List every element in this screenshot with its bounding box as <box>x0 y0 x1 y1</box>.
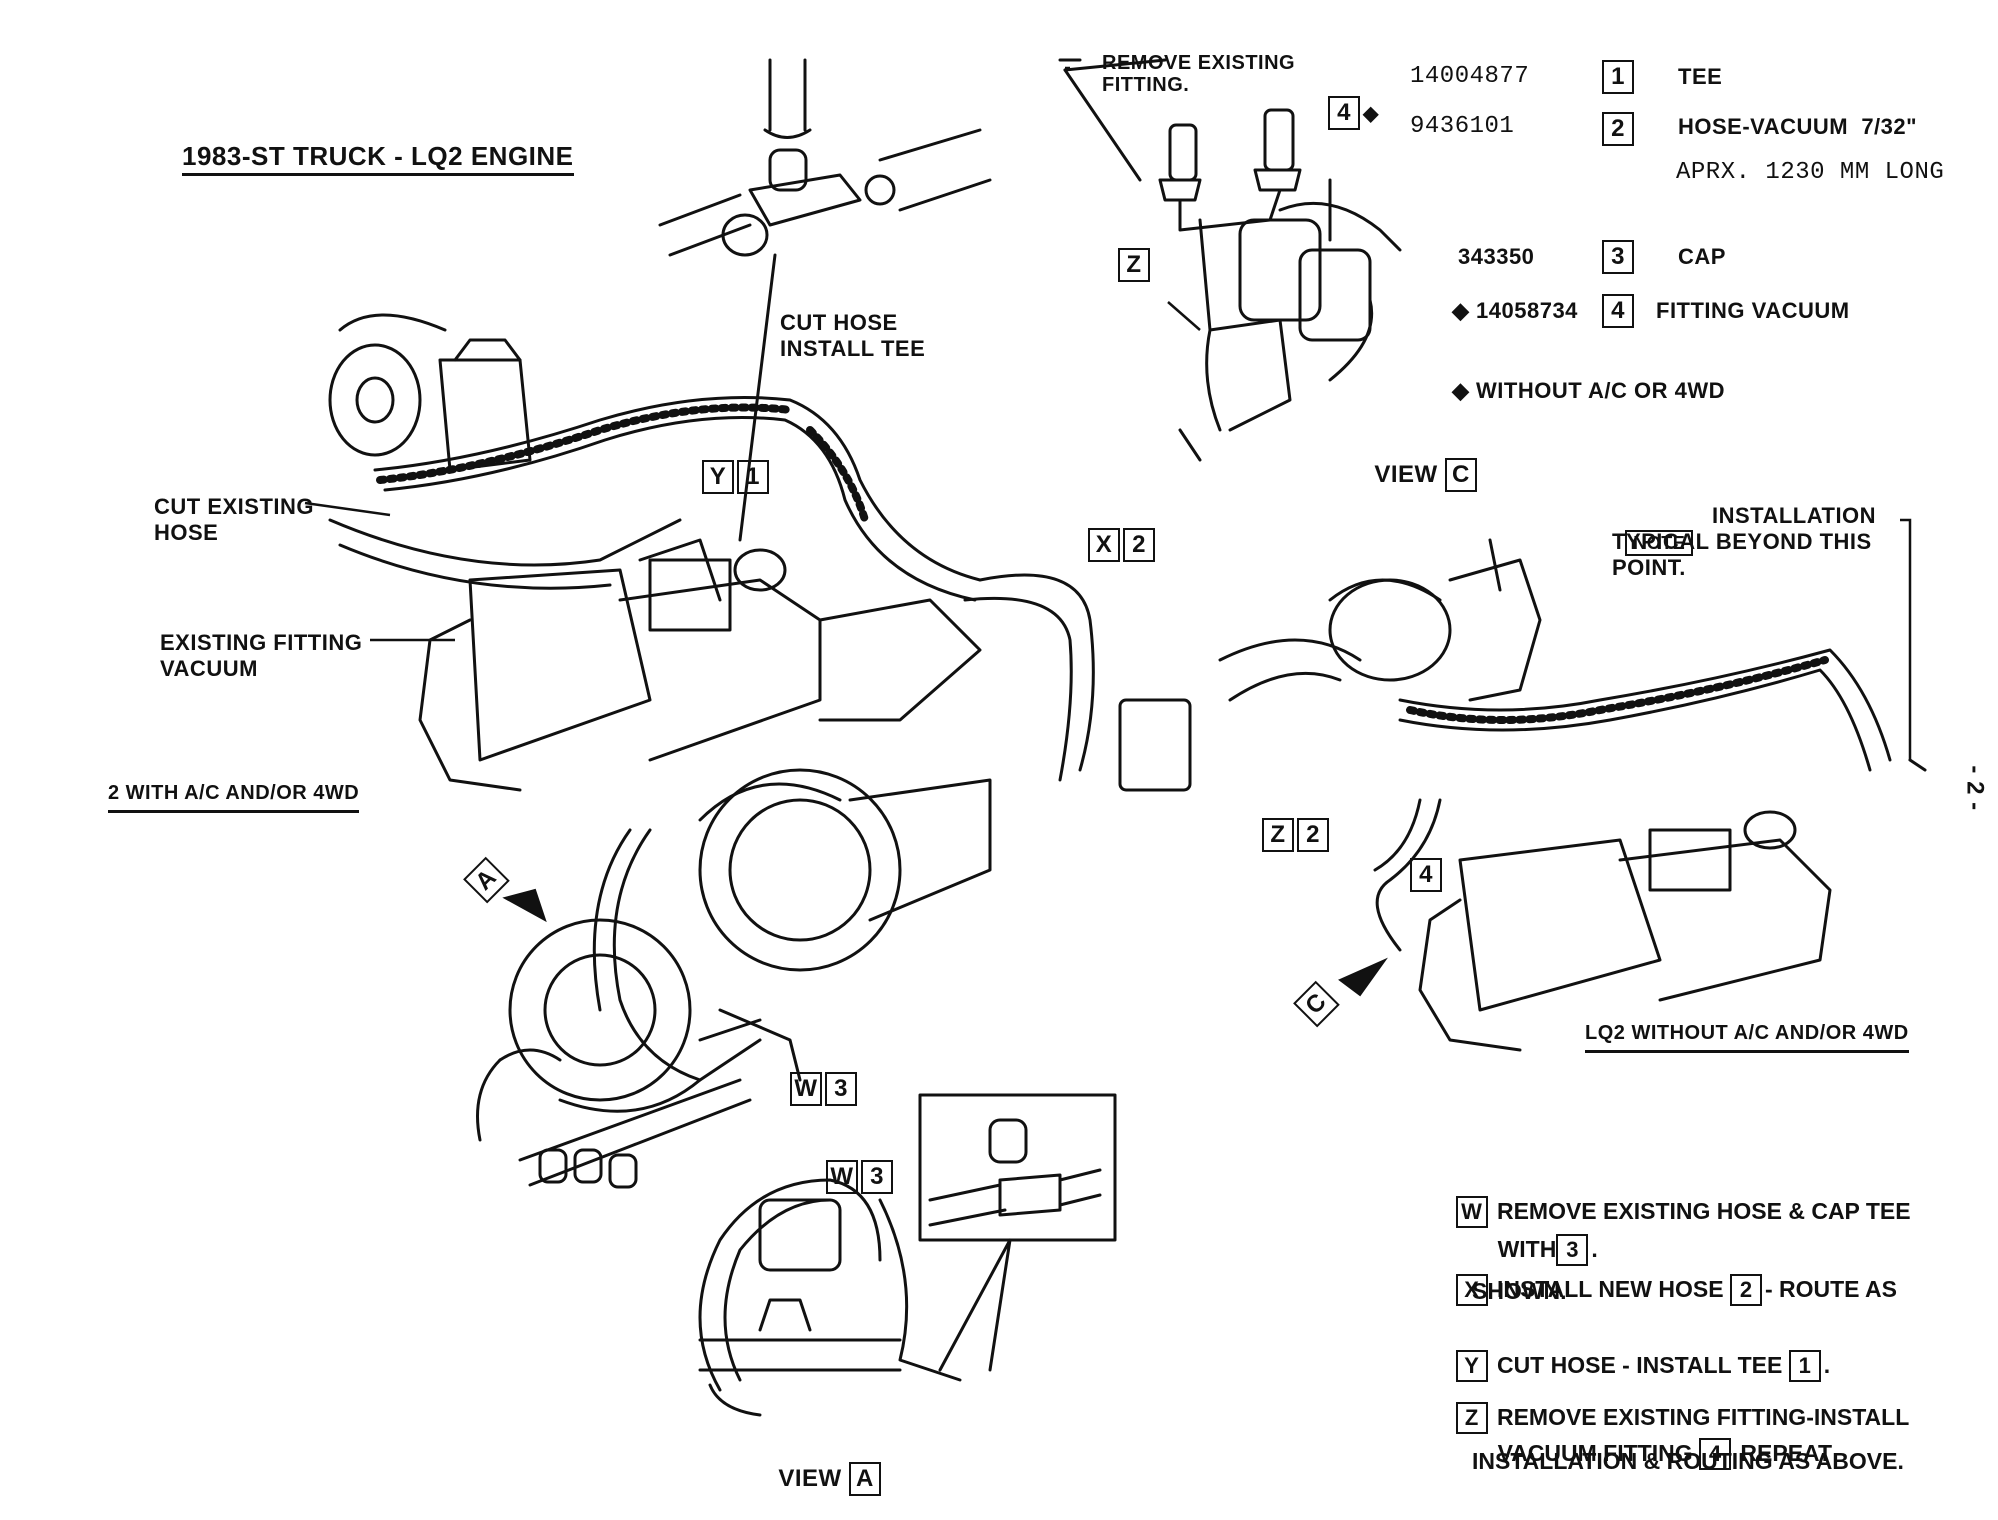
view-c-art <box>1058 58 1402 462</box>
tag-4-right: 4 <box>1410 858 1445 892</box>
view-a-art <box>698 1178 962 1417</box>
main-engine-art <box>328 313 1192 1189</box>
right-engine-art <box>1218 538 1927 1052</box>
callout-with-ac: 2 WITH A/C AND/OR 4WD <box>108 780 360 813</box>
part-desc: HOSE-VACUUM 7/32" <box>1678 114 1918 139</box>
view-c-label: VIEW C <box>1360 432 1480 492</box>
callout-note-box: NOTE <box>1612 503 1696 556</box>
callout-remove-fitting: REMOVE EXISTING FITTING. <box>1102 52 1296 96</box>
part-desc-detail: APRX. 1230 MM LONG <box>1676 159 1945 186</box>
part-desc: TEE <box>1678 64 1723 89</box>
note-z: Z REMOVE EXISTING FITTING-INSTALL <box>1430 1372 1909 1464</box>
callout-cut-existing-hose: CUT EXISTING HOSE <box>154 494 315 545</box>
note-z-line2: VACUUM FITTING 4 REPEAT <box>1472 1408 1832 1500</box>
part-number: 9436101 <box>1410 113 1515 140</box>
page-number: - 2 - <box>1961 765 1989 811</box>
part-number: 343350 <box>1458 244 1535 269</box>
footnote: ◆ WITHOUT A/C OR 4WD <box>1452 378 1725 403</box>
view-a-label: VIEW A <box>764 1436 884 1496</box>
callout-lq2-without: LQ2 WITHOUT A/C AND/OR 4WD <box>1585 1020 1909 1053</box>
note-x: X INSTALL NEW HOSE 2- ROUTE AS <box>1430 1244 1897 1336</box>
tag-z-view-c: Z <box>1118 248 1153 282</box>
note-z-line3: INSTALLATION & ROUTING AS ABOVE. <box>1472 1448 1904 1474</box>
part-key: 3 <box>1602 240 1637 274</box>
note-x-line2: SHOWN. <box>1472 1278 1567 1304</box>
part-key: 4 <box>1602 294 1637 328</box>
note-w: W REMOVE EXISTING HOSE & CAP TEE <box>1430 1166 1911 1258</box>
part-desc: FITTING VACUUM <box>1656 298 1850 323</box>
part-desc: CAP <box>1678 244 1726 269</box>
tee-detail-w3 <box>918 1093 1117 1372</box>
part-key: 2 <box>1602 112 1637 146</box>
note-word-box: NOTE <box>1625 530 1694 556</box>
part-number: 14004877 <box>1410 63 1530 90</box>
note-y: Y CUT HOSE - INSTALL TEE 1. <box>1430 1320 1830 1412</box>
callout-cut-hose-tee: CUT HOSE INSTALL TEE <box>780 310 926 361</box>
callout-existing-fitting: EXISTING FITTING VACUUM <box>160 630 363 681</box>
callout-note-install: INSTALLATION TYPICAL BEYOND THIS POINT. <box>1612 503 1877 580</box>
diagram-title: 1983-ST TRUCK - LQ2 ENGINE <box>182 143 574 176</box>
part-number: ◆ 14058734 <box>1452 298 1578 323</box>
tag-4-view-c: 4◆ <box>1328 96 1379 130</box>
part-key: 1 <box>1602 60 1637 94</box>
